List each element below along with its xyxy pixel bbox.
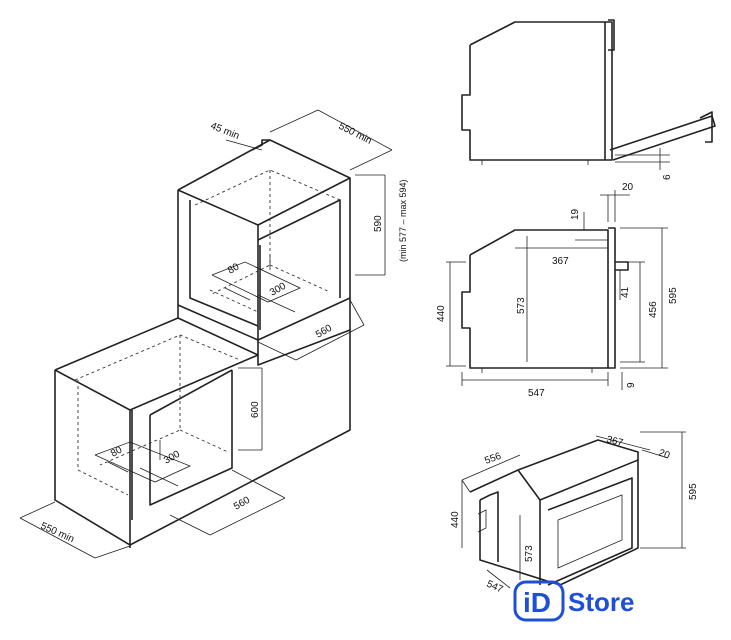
logo-store-text: Store [568,587,634,617]
upper-dimensions [224,109,393,361]
idstore-logo: iD Store [513,580,634,622]
top-length-label: 367 [552,256,569,267]
upper-height-range-label: (min 577 – max 594) [398,179,408,262]
door-clearance-label: 6 [662,174,673,180]
body-height-label: 440 [436,305,447,322]
logo-id-text: iD [523,587,551,618]
panel-height-label: 456 [648,301,659,318]
lower-dimensions [19,367,286,559]
upper-vent-a-label: 80 [226,261,242,276]
oven-side-view [446,190,668,390]
persp-height-total-label: 595 [688,483,699,500]
persp-inner-label: 573 [524,545,535,562]
lower-depth-label: 550 min [39,521,76,546]
lower-height-label: 600 [250,401,261,418]
upper-cabinet [177,139,351,341]
persp-top-label: 367 [605,434,624,449]
upper-depth-label: 550 min [337,121,374,147]
bottom-gap-label: 9 [626,382,637,388]
oven-perspective [461,431,686,589]
upper-height-label: 590 [373,215,384,232]
lower-cabinet [54,298,351,548]
total-height-label: 595 [668,287,679,304]
oven-side-view-door-open [461,19,716,170]
top-offset-label: 19 [570,208,581,220]
inner-height-label: 573 [516,297,527,314]
logo-badge [513,580,565,622]
lower-vent-a-label: 80 [109,444,125,459]
upper-vent-b-label: 300 [268,281,288,299]
lower-vent-b-label: 300 [162,449,182,467]
offset-41-label: 41 [620,286,631,298]
lower-width-label: 560 [232,495,252,513]
door-depth-label: 20 [622,182,634,193]
upper-gap-label: 45 min [209,121,241,142]
persp-depth-label: 556 [483,451,503,467]
depth-label: 547 [528,388,545,399]
persp-door-label: 20 [657,447,672,461]
persp-height-body-label: 440 [450,511,461,528]
